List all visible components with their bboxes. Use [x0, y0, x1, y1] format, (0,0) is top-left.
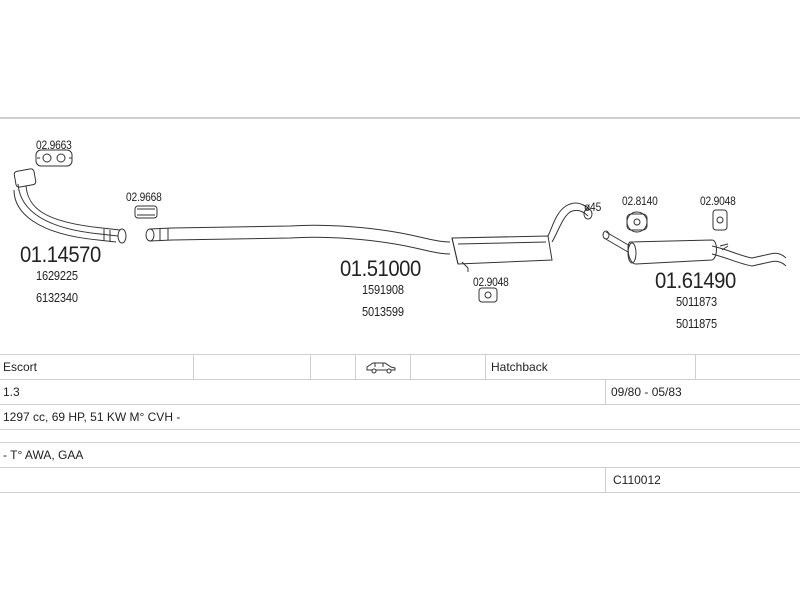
engine-size-cell: 1.3: [3, 385, 20, 399]
rear-silencer-part: [602, 230, 787, 267]
column-divider: [193, 355, 194, 379]
car-icon-cell: [362, 355, 402, 379]
gasket-part: [35, 149, 73, 167]
rear-ring-code: 02.8140: [622, 194, 658, 208]
table-row: 1.3 09/80 - 05/83: [0, 379, 800, 404]
column-divider: [605, 380, 606, 404]
rear-silencer-ref2: 5011875: [676, 316, 718, 331]
column-divider: [695, 355, 696, 379]
front-pipe-ref2: 6132340: [36, 290, 78, 305]
clamp-code: 02.9668: [126, 190, 162, 204]
column-divider: [355, 355, 356, 379]
body-type-cell: Hatchback: [491, 360, 548, 374]
column-divider: [605, 468, 606, 492]
column-divider: [485, 355, 486, 379]
hanger-center-code: 02.9048: [473, 275, 509, 289]
exhaust-diagram: 02.9663 01.14570 1629225 6132340 02.9668…: [0, 118, 800, 354]
front-pipe-ref1: 1629225: [36, 268, 78, 283]
table-row: 1297 cc, 69 HP, 51 KW M° CVH -: [0, 404, 800, 429]
center-pipe-ref2: 5013599: [362, 304, 404, 319]
gasket-code: 02.9663: [36, 138, 72, 152]
table-row: Escort Hatchback: [0, 354, 800, 379]
front-pipe-code: 01.14570: [20, 242, 101, 267]
rear-ring-part: [626, 211, 648, 233]
column-divider: [310, 355, 311, 379]
hatchback-car-icon: [366, 362, 396, 374]
diameter-label: ø45: [584, 200, 602, 214]
rear-hanger-part: [712, 209, 728, 231]
catalog-number-cell: C110012: [613, 473, 661, 487]
table-row: C110012: [0, 467, 800, 493]
engine-codes-cell: - T° AWA, GAA: [3, 448, 84, 462]
rear-silencer-ref1: 5011873: [676, 294, 718, 309]
exhaust-drawing: [13, 149, 787, 303]
rear-hanger-code: 02.9048: [700, 194, 736, 208]
date-range-cell: 09/80 - 05/83: [611, 385, 682, 399]
top-divider: [0, 117, 800, 119]
front-pipe-part: [13, 168, 127, 244]
hanger-center-part: [478, 287, 498, 303]
engine-desc-cell: 1297 cc, 69 HP, 51 KW M° CVH -: [3, 410, 181, 424]
rear-silencer-code: 01.61490: [655, 268, 736, 293]
center-pipe-ref1: 1591908: [362, 282, 404, 297]
table-row: - T° AWA, GAA: [0, 442, 800, 467]
vehicle-spec-table: Escort Hatchback 1.3 09/80 - 05/83 1297 …: [0, 354, 800, 493]
clamp-part: [134, 205, 158, 219]
table-row-spacer: [0, 429, 800, 442]
column-divider: [410, 355, 411, 379]
model-cell: Escort: [3, 360, 38, 374]
center-pipe-code: 01.51000: [340, 256, 421, 281]
center-pipe-part: [145, 202, 593, 272]
